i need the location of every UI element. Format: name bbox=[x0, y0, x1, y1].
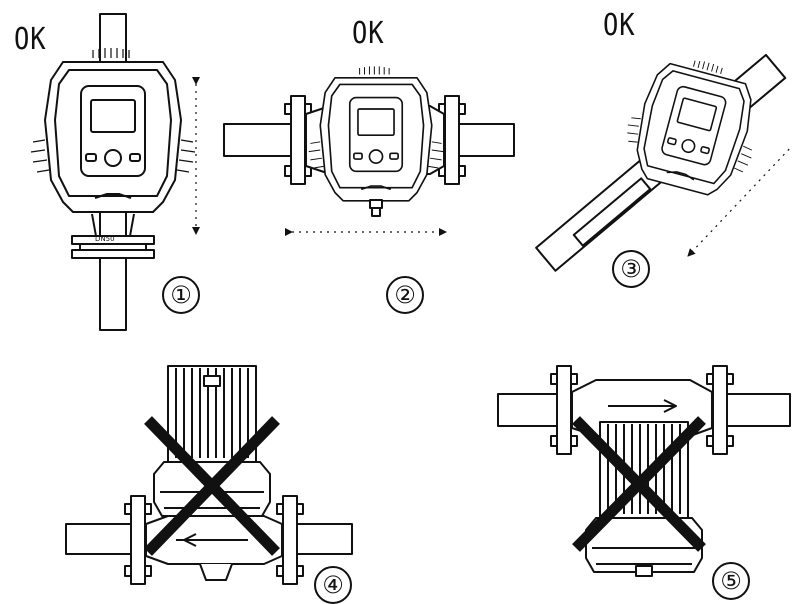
pump-position-3 bbox=[535, 45, 792, 272]
position-number-5: ⑤ bbox=[712, 562, 750, 600]
position-number-1: ① bbox=[162, 276, 200, 314]
not-allowed-cross-5b bbox=[572, 416, 706, 552]
position-number-4: ④ bbox=[314, 566, 352, 604]
position-number-3: ③ bbox=[612, 250, 650, 288]
ok-label-3: OK bbox=[603, 8, 636, 43]
ok-label-1: OK bbox=[14, 22, 47, 57]
pump-position-4 bbox=[65, 365, 353, 585]
position-number-2: ② bbox=[386, 276, 424, 314]
pump-position-5 bbox=[497, 365, 791, 577]
pump-position-2 bbox=[223, 65, 515, 236]
flange-label: DN50 bbox=[95, 235, 115, 243]
ok-label-2: OK bbox=[352, 16, 385, 51]
pump-position-1: DN50 bbox=[30, 13, 200, 331]
not-allowed-cross-4b bbox=[144, 416, 280, 556]
